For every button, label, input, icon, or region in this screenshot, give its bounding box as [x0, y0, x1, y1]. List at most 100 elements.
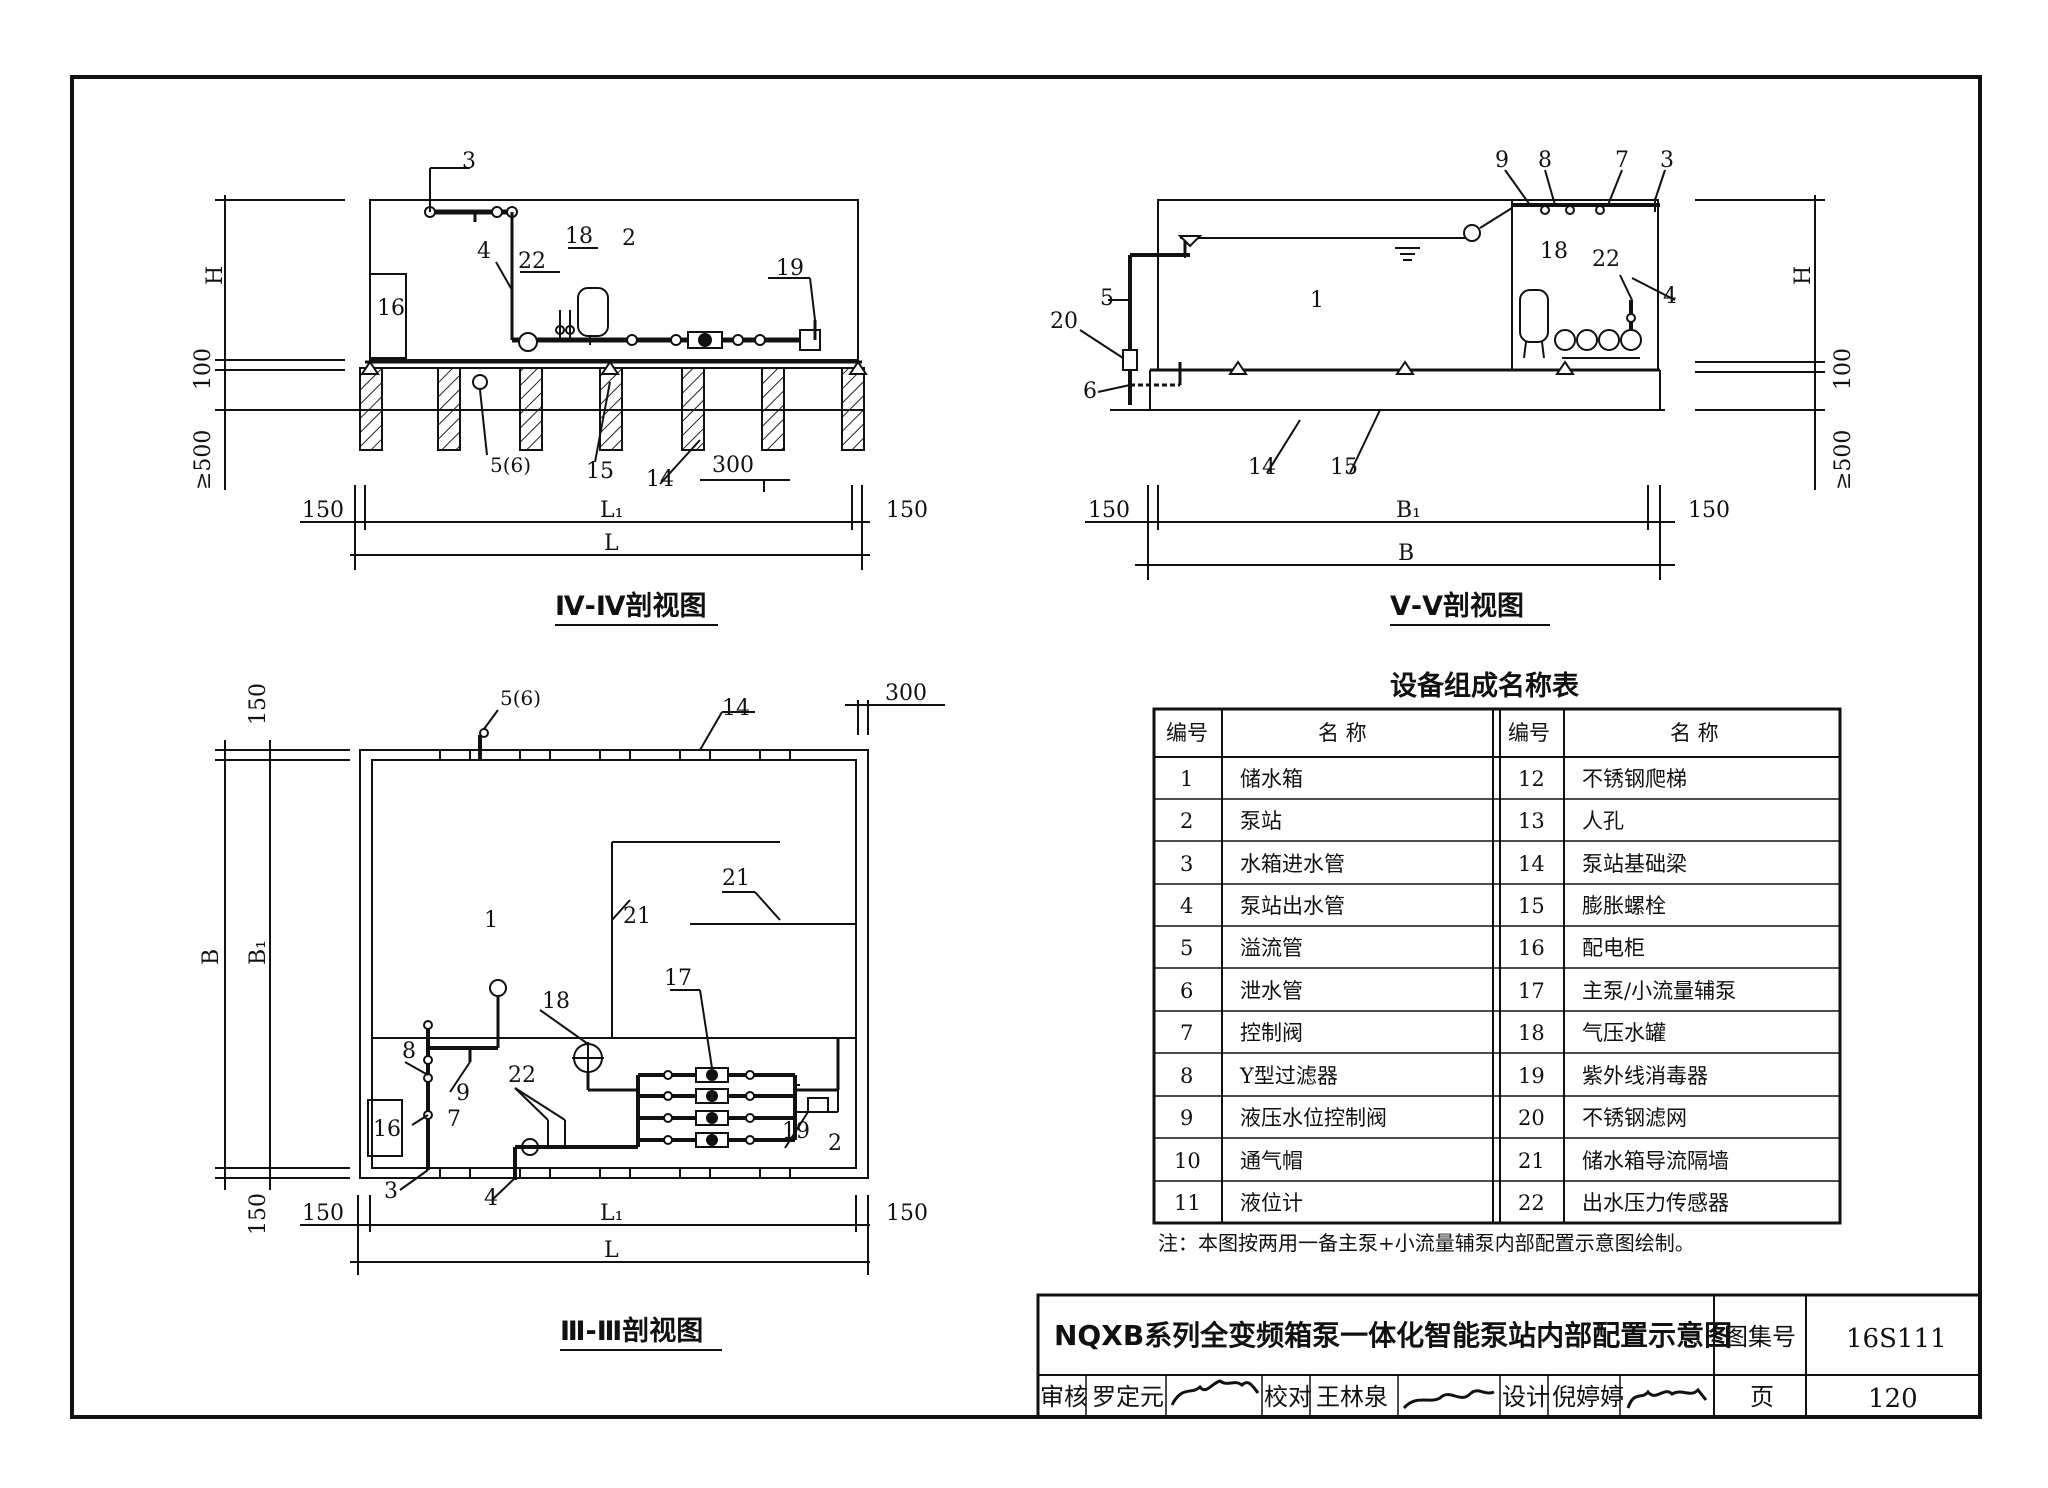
v-callout-15: 15 [1330, 455, 1358, 480]
v-callout-6: 6 [1083, 379, 1097, 404]
table-cell-name2: 储水箱导流隔墙 [1582, 1149, 1729, 1173]
iv-callout-18: 18 [565, 224, 593, 249]
table-cell-name2: 膨胀螺栓 [1582, 894, 1666, 918]
iv-dim-left-150: 150 [302, 498, 344, 523]
table-cell-no2: 20 [1518, 1106, 1545, 1130]
table-cell-no2: 22 [1518, 1191, 1545, 1215]
table-cell-name: 储水箱 [1240, 767, 1303, 791]
v-callout-18: 18 [1540, 239, 1568, 264]
table-cell-name: 泵站 [1240, 809, 1282, 833]
drawing-title: NQXB系列全变频箱泵一体化智能泵站内部配置示意图 [1054, 1319, 1732, 1352]
table-cell-name: 控制阀 [1240, 1021, 1303, 1045]
table-cell-no2: 14 [1518, 852, 1545, 876]
iv-callout-4: 4 [477, 239, 491, 264]
table-cell-name2: 出水压力传感器 [1582, 1191, 1729, 1215]
iii-caption: Ⅲ-Ⅲ剖视图 [560, 1315, 703, 1347]
v-dim-left-150: 150 [1088, 498, 1130, 523]
reviewer-name: 罗定元 [1092, 1383, 1164, 1411]
iii-callout-1: 1 [484, 908, 498, 933]
iv-callout-22: 22 [518, 249, 546, 274]
table-cell-name2: 不锈钢滤网 [1582, 1106, 1687, 1130]
iii-callout-8: 8 [402, 1039, 416, 1064]
table-header-no2: 编号 [1508, 721, 1550, 745]
v-dim-500: ≥500 [1831, 430, 1856, 490]
iv-caption: Ⅳ-Ⅳ剖视图 [555, 590, 707, 622]
table-cell-no: 9 [1180, 1106, 1193, 1130]
v-callout-20: 20 [1050, 309, 1078, 334]
table-cell-no2: 18 [1518, 1021, 1545, 1045]
table-cell-no2: 19 [1518, 1064, 1545, 1088]
iii-callout-22: 22 [508, 1063, 536, 1088]
table-cell-no: 4 [1180, 894, 1193, 918]
table-note: 注：本图按两用一备主泵+小流量辅泵内部配置示意图绘制。 [1158, 1231, 1695, 1255]
table-cell-name: 液位计 [1240, 1191, 1303, 1215]
v-caption: Ⅴ-Ⅴ剖视图 [1390, 590, 1524, 622]
table-cell-name2: 配电柜 [1582, 936, 1645, 960]
iii-callout-21a: 21 [722, 866, 750, 891]
designer-signature [1626, 1387, 1708, 1409]
iii-callout-14: 14 [722, 696, 750, 721]
iii-callout-2: 2 [828, 1131, 842, 1156]
table-cell-no: 8 [1180, 1064, 1193, 1088]
iii-callout-7: 7 [447, 1107, 461, 1132]
iv-dim-right-150: 150 [886, 498, 928, 523]
title-block: NQXB系列全变频箱泵一体化智能泵站内部配置示意图 图集号 16S111 审核 … [1036, 1293, 1982, 1419]
checker-name: 王林泉 [1316, 1383, 1388, 1411]
iv-callout-3: 3 [462, 149, 476, 174]
page-number: 120 [1868, 1384, 1918, 1414]
iii-dim-300: 300 [885, 681, 927, 706]
view-v-labels: 9 8 7 3 5 20 6 1 18 22 4 14 15 H 100 ≥50… [1050, 148, 1856, 626]
table-cell-no2: 12 [1518, 767, 1545, 791]
iv-callout-19: 19 [776, 256, 804, 281]
view-iv-labels: 3 4 22 18 2 19 16 5(6) 15 14 300 H 100 ≥… [191, 149, 928, 626]
table-cell-no: 5 [1180, 936, 1193, 960]
table-cell-name: 水箱进水管 [1240, 852, 1345, 876]
v-callout-14: 14 [1248, 455, 1276, 480]
v-callout-3: 3 [1660, 148, 1674, 173]
iii-callout-18: 18 [542, 989, 570, 1014]
table-cell-name: 泄水管 [1240, 979, 1303, 1003]
designer-name: 倪婷婷 [1552, 1383, 1624, 1411]
view-iv-section [215, 167, 870, 570]
v-dim-100: 100 [1831, 348, 1856, 390]
iii-callout-3: 3 [384, 1179, 398, 1204]
table-cell-name: 液压水位控制阀 [1240, 1106, 1387, 1130]
iv-callout-14: 14 [646, 467, 674, 492]
table-cell-no: 1 [1180, 767, 1193, 791]
view-iii-labels: 5(6) 14 21 1 21 17 18 8 9 7 22 16 19 2 3… [199, 681, 928, 1351]
atlas-label: 图集号 [1724, 1323, 1796, 1351]
iii-dim-b: B [199, 949, 224, 965]
iii-callout-5-6: 5(6) [500, 686, 541, 710]
iii-dim-bottom-150: 150 [246, 1193, 271, 1235]
table-cell-no: 11 [1174, 1191, 1201, 1215]
iv-callout-2: 2 [622, 226, 636, 251]
table-cell-name: 通气帽 [1240, 1149, 1303, 1173]
v-callout-5: 5 [1100, 286, 1114, 311]
iv-dim-300: 300 [712, 453, 754, 478]
table-header-no: 编号 [1166, 721, 1208, 745]
check-label: 校对 [1264, 1383, 1312, 1411]
equipment-table: 设备组成名称表 编号 名 称 编号 名 称 1 储水箱 12 不锈钢爬梯 2 [1152, 670, 1842, 1255]
reviewer-signature [1170, 1379, 1260, 1406]
table-cell-name2: 不锈钢爬梯 [1582, 767, 1687, 791]
view-iii-section [215, 700, 945, 1275]
v-callout-22: 22 [1592, 247, 1620, 272]
table-cell-name2: 紫外线消毒器 [1582, 1064, 1708, 1088]
v-callout-1: 1 [1310, 288, 1324, 313]
sheet-border [70, 75, 1982, 1419]
v-callout-4: 4 [1663, 284, 1677, 309]
table-cell-name2: 主泵/小流量辅泵 [1582, 979, 1736, 1003]
iii-dim-top-150: 150 [246, 683, 271, 725]
iv-dim-l1: L₁ [600, 498, 623, 523]
v-dim-right-150: 150 [1688, 498, 1730, 523]
table-cell-name2: 泵站基础梁 [1582, 852, 1687, 876]
table-cell-no: 10 [1174, 1149, 1201, 1173]
v-dim-h: H [1791, 266, 1816, 285]
table-cell-name: Y型过滤器 [1239, 1064, 1338, 1088]
iii-dim-l1: L₁ [600, 1201, 623, 1226]
table-cell-name2: 人孔 [1582, 809, 1624, 833]
iii-callout-4: 4 [484, 1186, 498, 1211]
checker-signature [1402, 1389, 1495, 1410]
page-label: 页 [1750, 1383, 1774, 1411]
